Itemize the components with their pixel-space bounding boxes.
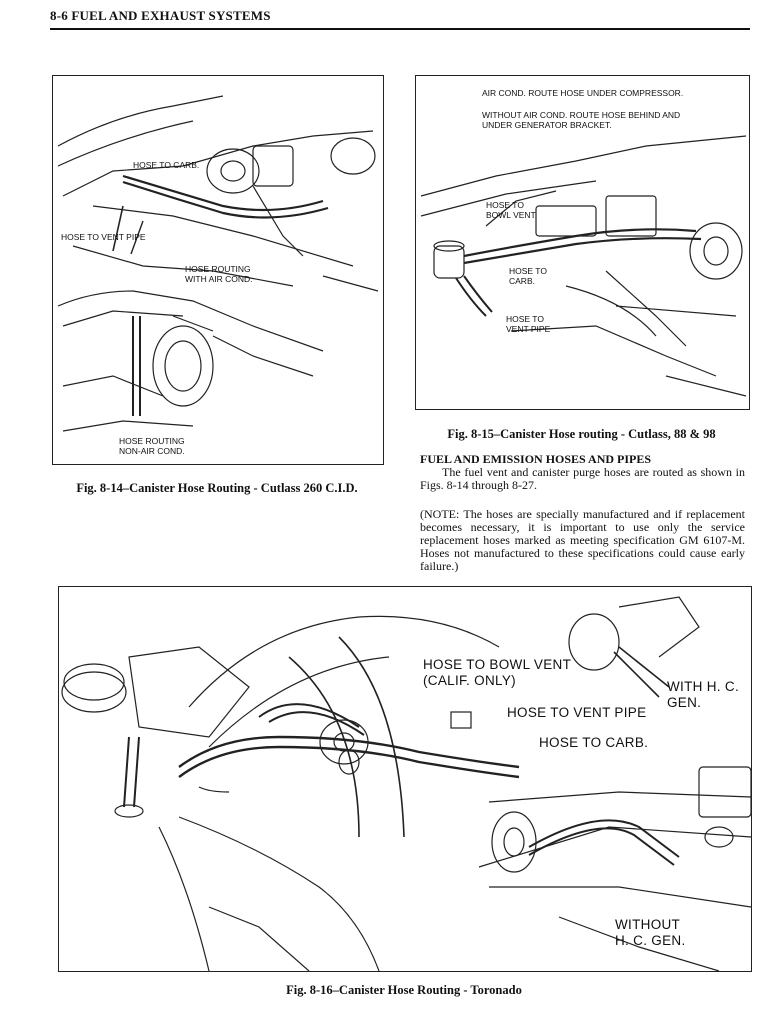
header-rule xyxy=(50,28,750,30)
section-heading: FUEL AND EMISSION HOSES AND PIPES xyxy=(420,452,652,466)
label-hose-routing-non-ac: HOSE ROUTING NON-AIR COND. xyxy=(119,436,185,456)
label-hose-routing-with-ac: HOSE ROUTING WITH AIR COND. xyxy=(185,264,253,284)
engine-drawing-8-15 xyxy=(420,135,747,397)
label-hose-to-vent-pipe: HOSE TO VENT PIPE xyxy=(507,705,647,720)
figure-8-15-illustration: AIR COND. ROUTE HOSE UNDER COMPRESSOR. W… xyxy=(415,75,750,410)
label-hose-to-carb: HOSE TO CARB. xyxy=(133,160,200,170)
caption-fig-8-16: Fig. 8-16–Canister Hose Routing - Torona… xyxy=(286,983,522,997)
figure-8-14-illustration: HOSE TO CARB. HOSE TO VENT PIPE HOSE ROU… xyxy=(52,75,384,465)
label-hose-to-bowl-vent: HOSE TO BOWL VENT xyxy=(486,200,536,220)
label-without-hc-gen: WITHOUT H. C. GEN. xyxy=(615,917,686,948)
label-hose-to-carb: HOSE TO CARB. xyxy=(539,735,649,750)
page-header: 8-6 FUEL AND EXHAUST SYSTEMS xyxy=(50,8,271,23)
caption-fig-8-14: Fig. 8-14–Canister Hose Routing - Cutlas… xyxy=(76,481,358,495)
caption-fig-8-15: Fig. 8-15–Canister Hose routing - Cutlas… xyxy=(447,427,716,441)
engine-drawing-8-14 xyxy=(57,95,379,432)
figure-8-16-illustration: HOSE TO BOWL VENT (CALIF. ONLY) HOSE TO … xyxy=(58,586,752,972)
section-paragraph: The fuel vent and canister purge hoses a… xyxy=(420,465,745,492)
label-hose-to-carb: HOSE TO CARB. xyxy=(509,266,547,286)
label-hose-to-vent-pipe: HOSE TO VENT PIPE xyxy=(506,314,551,334)
label-no-ac-route-note: WITHOUT AIR COND. ROUTE HOSE BEHIND AND … xyxy=(482,110,681,130)
label-with-hc-gen: WITH H. C. GEN. xyxy=(667,679,739,710)
label-hose-to-bowl-vent: HOSE TO BOWL VENT (CALIF. ONLY) xyxy=(423,657,572,688)
label-ac-route-note: AIR COND. ROUTE HOSE UNDER COMPRESSOR. xyxy=(482,88,684,98)
label-hose-to-vent-pipe: HOSE TO VENT PIPE xyxy=(61,232,146,242)
engine-drawing-8-16 xyxy=(61,596,751,971)
section-note: (NOTE: The hoses are specially manufactu… xyxy=(420,507,745,573)
